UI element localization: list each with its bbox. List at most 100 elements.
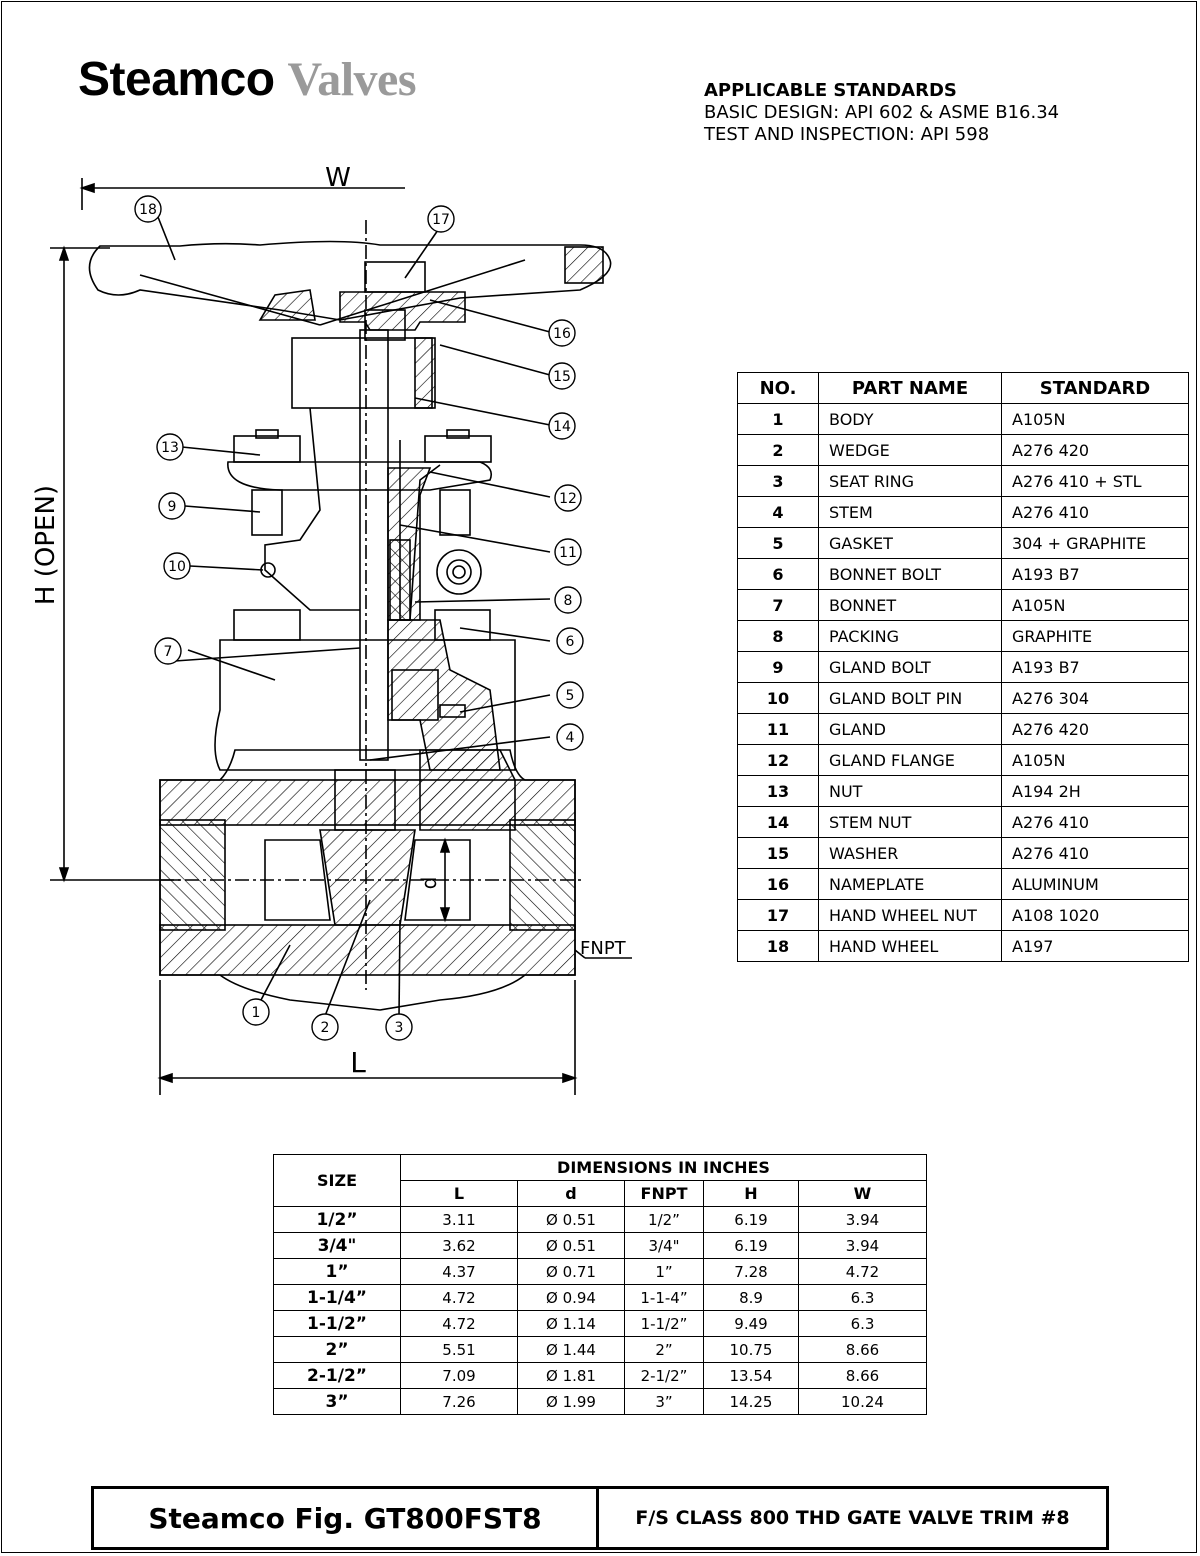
svg-text:2: 2 bbox=[321, 1020, 330, 1036]
dim-l: 7.09 bbox=[400, 1362, 518, 1389]
dim-w: 8.66 bbox=[798, 1336, 927, 1363]
dim-w: 4.72 bbox=[798, 1258, 927, 1285]
dim-h: 6.19 bbox=[703, 1206, 799, 1233]
part-standard: 304 + GRAPHITE bbox=[1001, 527, 1189, 559]
part-name: GLAND FLANGE bbox=[818, 744, 1002, 776]
svg-text:5: 5 bbox=[566, 688, 575, 704]
part-name: STEM bbox=[818, 496, 1002, 528]
header-d: d bbox=[517, 1180, 625, 1207]
svg-text:18: 18 bbox=[139, 202, 157, 218]
parts-table-header: NO. PART NAME STANDARD bbox=[737, 372, 1189, 404]
applicable-standards: APPLICABLE STANDARDS BASIC DESIGN: API 6… bbox=[704, 80, 1059, 146]
dim-h: 9.49 bbox=[703, 1310, 799, 1337]
dim-d: Ø 0.51 bbox=[517, 1232, 625, 1259]
brand-logo: Steamco Valves bbox=[78, 52, 417, 107]
dim-fnpt: 2” bbox=[624, 1336, 704, 1363]
part-standard: A105N bbox=[1001, 403, 1189, 435]
svg-text:7: 7 bbox=[164, 644, 173, 660]
l-dimension-label: L bbox=[350, 1046, 366, 1079]
dim-fnpt: 1/2” bbox=[624, 1206, 704, 1233]
part-name: GASKET bbox=[818, 527, 1002, 559]
dim-l: 3.11 bbox=[400, 1206, 518, 1233]
part-number: 5 bbox=[737, 527, 819, 559]
dim-fnpt: 3” bbox=[624, 1388, 704, 1415]
part-name: WEDGE bbox=[818, 434, 1002, 466]
header-size: SIZE bbox=[273, 1154, 401, 1207]
dim-w: 6.3 bbox=[798, 1284, 927, 1311]
dim-d: Ø 1.81 bbox=[517, 1362, 625, 1389]
size: 1-1/2” bbox=[273, 1310, 401, 1337]
part-standard: A276 410 bbox=[1001, 806, 1189, 838]
part-number: 3 bbox=[737, 465, 819, 497]
part-standard: A194 2H bbox=[1001, 775, 1189, 807]
part-standard: A108 1020 bbox=[1001, 899, 1189, 931]
size: 1-1/4” bbox=[273, 1284, 401, 1311]
dim-h: 10.75 bbox=[703, 1336, 799, 1363]
part-name: STEM NUT bbox=[818, 806, 1002, 838]
svg-text:1: 1 bbox=[252, 1005, 261, 1021]
dim-w: 3.94 bbox=[798, 1232, 927, 1259]
part-name: PACKING bbox=[818, 620, 1002, 652]
svg-text:16: 16 bbox=[553, 326, 571, 342]
part-name: BONNET BOLT bbox=[818, 558, 1002, 590]
logo-brand: Steamco bbox=[78, 53, 275, 106]
dim-l: 4.72 bbox=[400, 1310, 518, 1337]
size: 3” bbox=[273, 1388, 401, 1415]
part-number: 8 bbox=[737, 620, 819, 652]
svg-text:12: 12 bbox=[559, 491, 577, 507]
dim-d: Ø 0.51 bbox=[517, 1206, 625, 1233]
valve-description: F/S CLASS 800 THD GATE VALVE TRIM #8 bbox=[635, 1507, 1070, 1529]
part-name: SEAT RING bbox=[818, 465, 1002, 497]
dim-l: 7.26 bbox=[400, 1388, 518, 1415]
size: 2” bbox=[273, 1336, 401, 1363]
part-number: 18 bbox=[737, 930, 819, 962]
part-number: 7 bbox=[737, 589, 819, 621]
dim-h: 7.28 bbox=[703, 1258, 799, 1285]
dim-l: 4.72 bbox=[400, 1284, 518, 1311]
part-name: HAND WHEEL NUT bbox=[818, 899, 1002, 931]
header-standard: STANDARD bbox=[1001, 372, 1189, 404]
logo-suffix: Valves bbox=[287, 53, 417, 106]
size: 1/2” bbox=[273, 1206, 401, 1233]
part-name: NAMEPLATE bbox=[818, 868, 1002, 900]
part-number: 12 bbox=[737, 744, 819, 776]
part-name: BONNET bbox=[818, 589, 1002, 621]
svg-text:13: 13 bbox=[161, 440, 179, 456]
part-standard: A276 304 bbox=[1001, 682, 1189, 714]
header-no: NO. bbox=[737, 372, 819, 404]
svg-text:9: 9 bbox=[168, 499, 177, 515]
standards-heading: APPLICABLE STANDARDS bbox=[704, 80, 957, 101]
part-number: 4 bbox=[737, 496, 819, 528]
dim-fnpt: 1-1-4” bbox=[624, 1284, 704, 1311]
part-number: 14 bbox=[737, 806, 819, 838]
header-dimensions-in-inches: DIMENSIONS IN INCHES bbox=[400, 1154, 927, 1181]
dim-l: 5.51 bbox=[400, 1336, 518, 1363]
header-w: W bbox=[798, 1180, 927, 1207]
svg-text:17: 17 bbox=[432, 212, 450, 228]
dim-l: 4.37 bbox=[400, 1258, 518, 1285]
dim-fnpt: 1-1/2” bbox=[624, 1310, 704, 1337]
w-dimension-label: W bbox=[325, 163, 351, 193]
part-number: 2 bbox=[737, 434, 819, 466]
dim-d: Ø 1.14 bbox=[517, 1310, 625, 1337]
dim-w: 3.94 bbox=[798, 1206, 927, 1233]
part-standard: ALUMINUM bbox=[1001, 868, 1189, 900]
